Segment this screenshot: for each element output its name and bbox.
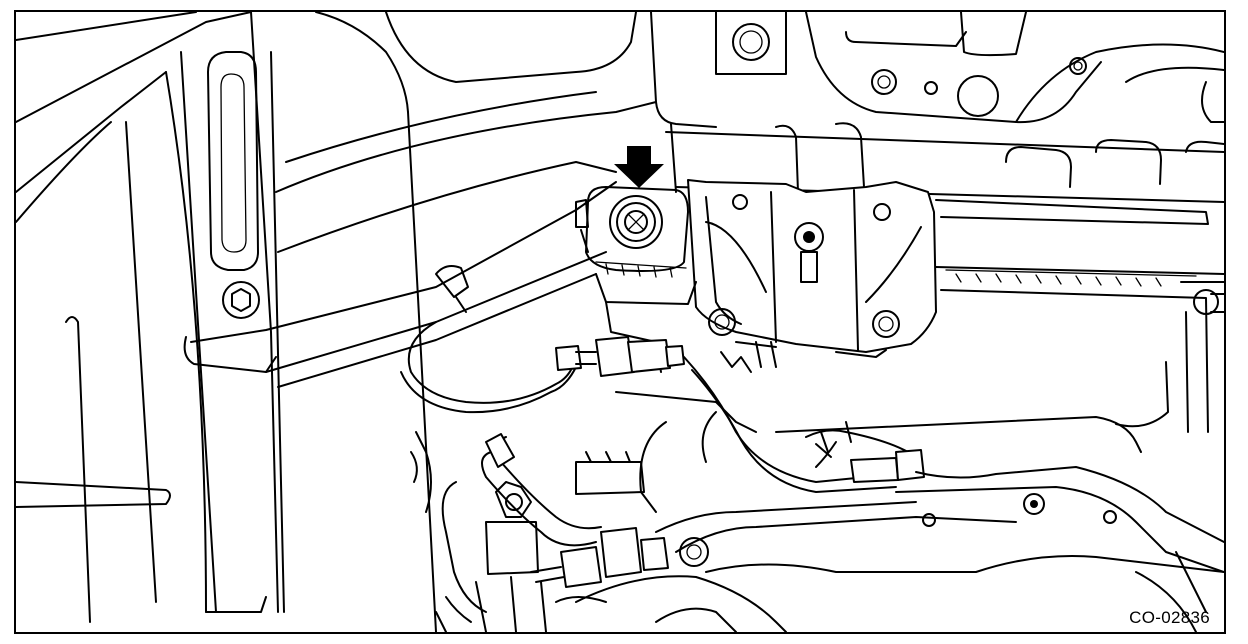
mounting-bracket	[687, 179, 937, 373]
body-panel-left	[16, 12, 437, 632]
technical-illustration: CO-02836	[14, 10, 1226, 634]
down-arrow-icon	[614, 146, 664, 188]
line-drawing	[16, 12, 1224, 632]
wiring-harness	[400, 301, 925, 493]
figure-code: CO-02836	[1129, 608, 1210, 627]
upper-structure	[385, 12, 1224, 193]
grab-handle	[207, 51, 260, 319]
target-plug	[575, 186, 697, 305]
lower-components	[410, 391, 1224, 632]
engine-parts	[435, 433, 669, 632]
